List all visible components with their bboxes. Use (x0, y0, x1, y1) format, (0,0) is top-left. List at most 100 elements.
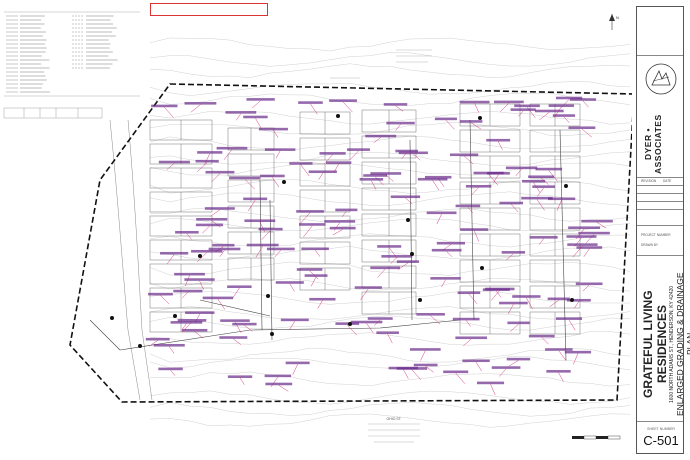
callout-leader (247, 200, 256, 212)
callout-label (476, 381, 505, 385)
callout-label (370, 266, 401, 270)
contour-line (149, 291, 631, 305)
callout-label (449, 153, 479, 157)
callout-label (160, 251, 189, 255)
callout-label (568, 126, 596, 130)
callout-leader (366, 323, 374, 334)
callout-leader (390, 257, 397, 264)
contour-line (149, 151, 631, 166)
callout-label (212, 243, 235, 247)
callout-label (195, 159, 219, 163)
storm-pipes (89, 119, 567, 361)
callout-label (417, 177, 448, 181)
callout-leader (239, 377, 245, 385)
callout-label (196, 217, 228, 221)
callout-leader (251, 100, 261, 109)
callout-leader (274, 250, 281, 258)
callout-label (244, 219, 276, 222)
callout-label (367, 317, 393, 320)
callout-label (354, 286, 382, 289)
callout-label (529, 236, 558, 239)
project-title-block: GRATEFUL LIVING RESIDENCES 1600 NORTH AD… (641, 269, 690, 419)
contour-line (149, 217, 631, 232)
bottom-street-label: OHIO ST. (387, 417, 402, 421)
callout-label (566, 298, 591, 302)
catch-basin (406, 218, 410, 222)
callout-leader (235, 113, 242, 121)
scale-bar (572, 435, 621, 440)
callout-leader (360, 288, 369, 301)
callout-label (548, 197, 576, 201)
callout-label (216, 146, 248, 150)
storm-pipe (409, 139, 413, 321)
callout-label (296, 210, 324, 213)
contour-line (149, 122, 631, 136)
callout-label (148, 292, 173, 296)
callout-leader (317, 300, 323, 309)
callout-label (184, 102, 217, 105)
callout-label (512, 295, 541, 298)
callout-leader (475, 361, 482, 372)
callout-leader (211, 173, 221, 183)
callout-label (175, 230, 199, 234)
callout-label (388, 366, 418, 370)
callout-label (227, 375, 253, 378)
callout-label (229, 176, 261, 180)
callout-leader (324, 154, 333, 164)
callout-leader (371, 180, 377, 190)
callout-label (191, 249, 223, 253)
callout-label (258, 227, 283, 231)
callout-leader (471, 187, 479, 195)
callout-label (365, 134, 397, 138)
bottom-notes (368, 423, 420, 443)
callout-label (494, 100, 524, 104)
callout-leader (411, 369, 421, 380)
callout-label (486, 138, 511, 142)
callout-label (434, 117, 457, 121)
callout-label (350, 320, 383, 324)
callout-leader (430, 315, 441, 325)
callout-label (264, 374, 292, 378)
callout-leader (582, 100, 589, 108)
callout-label (501, 251, 526, 254)
callout-leader (446, 251, 453, 258)
callout-leader (490, 384, 496, 396)
callout-label (298, 101, 323, 104)
callout-leader (499, 368, 507, 377)
callout-leader (581, 128, 592, 138)
left-road (109, 119, 153, 401)
callout-leader (232, 287, 240, 299)
callout-label (377, 245, 402, 248)
catch-basin (270, 332, 274, 336)
callout-label (455, 336, 488, 340)
callout-label (555, 96, 583, 100)
callout-leader (395, 124, 401, 131)
callout-label (301, 247, 329, 251)
callout-leader (425, 366, 434, 373)
callout-leader (541, 337, 549, 345)
callout-label (197, 151, 223, 154)
callout-label (386, 121, 415, 125)
north-arrow-icon: N (609, 14, 619, 30)
callout-label (390, 195, 421, 199)
callout-label (521, 196, 553, 200)
callout-leader (219, 250, 225, 257)
callout-label (280, 318, 309, 322)
callout-label (510, 108, 536, 111)
revision-label: REVISION (641, 179, 657, 183)
callout-label (264, 148, 296, 151)
callout-label (246, 243, 279, 247)
contour-line (149, 136, 631, 151)
callout-label (566, 235, 597, 238)
callout-label (184, 278, 215, 281)
callout-leader (374, 319, 381, 326)
callout-leader (549, 299, 559, 307)
callout-leader (463, 338, 472, 346)
callout-leader (199, 280, 204, 291)
callout-leader (468, 293, 478, 304)
callout-leader (556, 200, 562, 211)
callout-leader (194, 331, 204, 339)
contour-line (149, 278, 631, 292)
callout-label (326, 161, 352, 164)
callout-leader (210, 209, 220, 217)
